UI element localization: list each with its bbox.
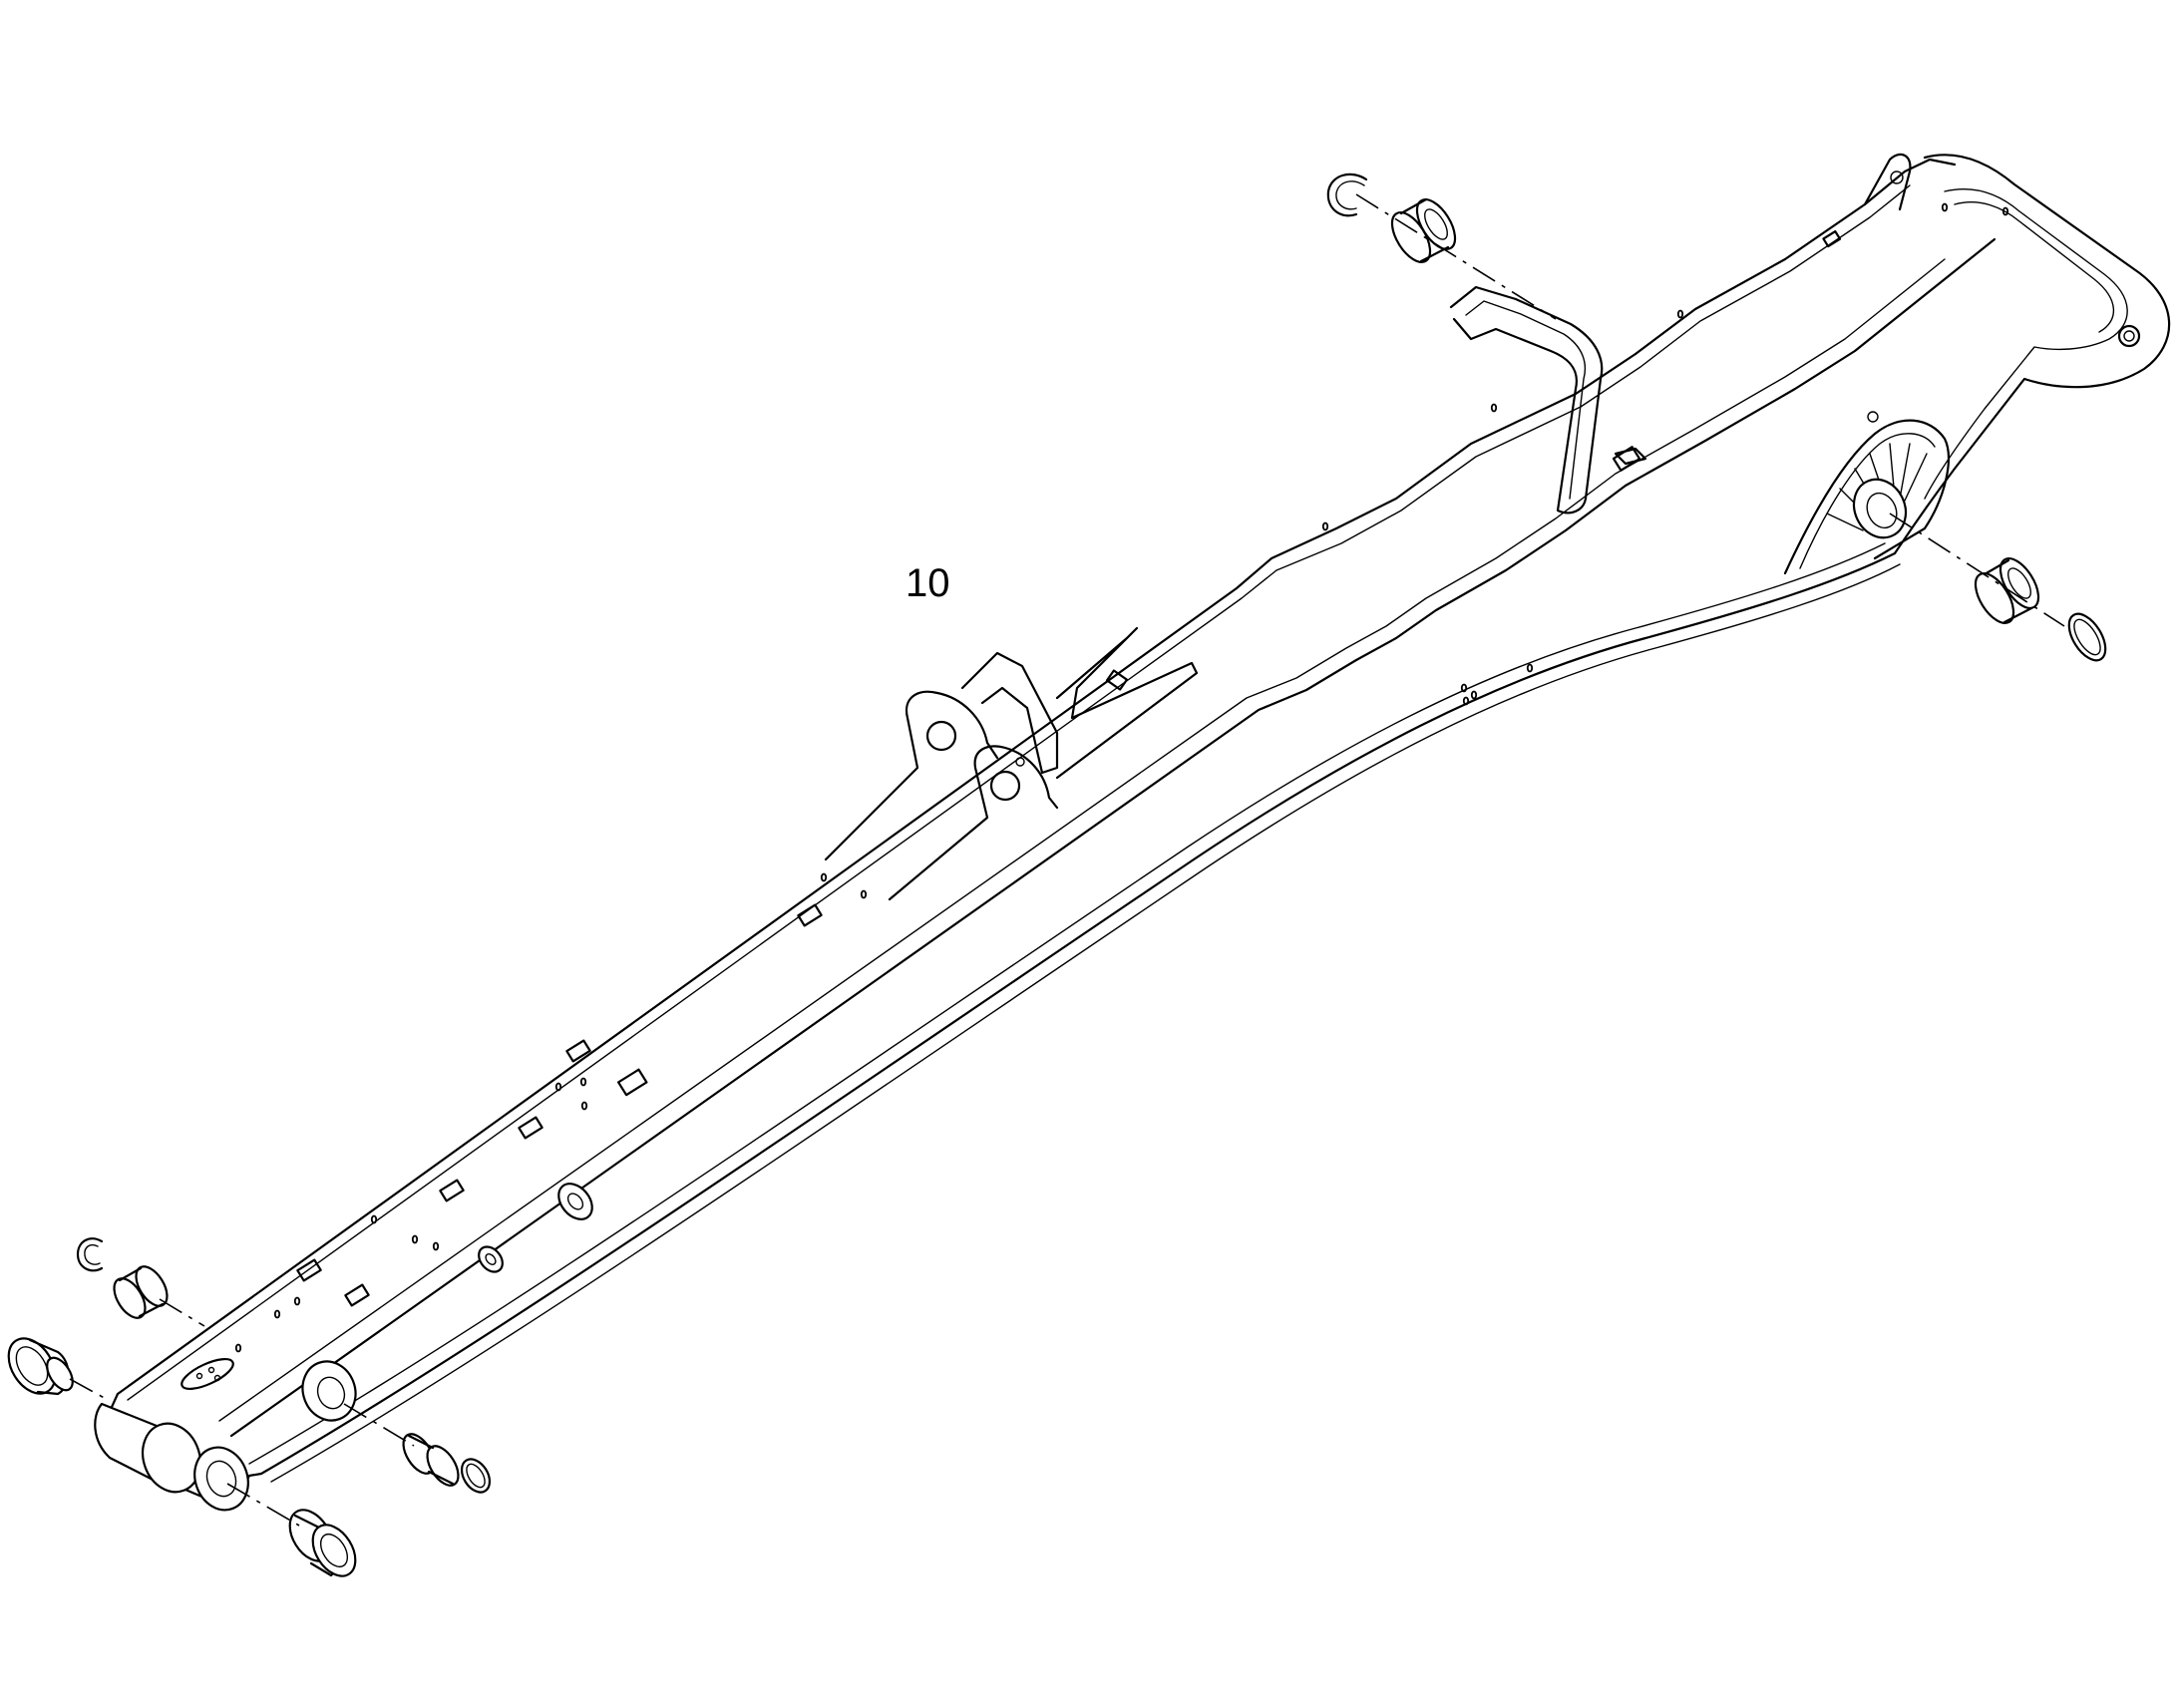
bracket-gusset <box>1055 626 1199 780</box>
axis-left-top <box>159 1298 205 1327</box>
axis-top <box>1355 193 1557 320</box>
cylinder-pin-bore <box>1866 492 1898 529</box>
bushing-bottom-right <box>402 1433 460 1487</box>
cylinder-bracket-outline <box>1783 419 1950 575</box>
callout-10: 10 <box>906 561 950 605</box>
boom-foot-pin-hole-inner <box>2123 330 2135 342</box>
tip-hub-right <box>193 1446 249 1512</box>
boom-tip-end <box>94 1357 357 1512</box>
flanged-bushing-left <box>7 1337 74 1396</box>
boom-foot-pin-hole <box>2117 324 2141 348</box>
snap-ring-left-top <box>76 1237 104 1272</box>
bracket-pad <box>1105 669 1129 691</box>
boom-foot-end <box>1893 154 2171 555</box>
bracket-strap <box>960 651 1059 775</box>
bushing-right <box>1974 557 2040 624</box>
boom-bottom-edge <box>259 551 1897 1476</box>
tip-top-pad <box>181 1357 234 1391</box>
axis-left-bottom <box>69 1378 111 1402</box>
axis-bottom-right <box>343 1403 415 1447</box>
boom-foot-end-inner2 <box>1954 201 2115 333</box>
tip-hub-bore <box>205 1460 237 1498</box>
boom-top-plate-line <box>218 258 1946 1422</box>
bracket-small-hole <box>1867 411 1879 423</box>
o-ring-bottom <box>460 1458 492 1494</box>
bracket-hole-right <box>989 770 1021 802</box>
axis-right <box>1889 512 2065 627</box>
strap-inner <box>1465 300 1587 500</box>
cylinder-pin-boss <box>1852 478 1908 539</box>
bracket-hole-left <box>925 720 957 752</box>
cylinder-bracket-right <box>1783 411 1950 575</box>
boom-top-edge <box>116 158 1957 1396</box>
bushing-top <box>1390 197 1457 263</box>
o-ring-right <box>2067 612 2107 662</box>
boom-foot-end-inner <box>1924 188 2128 500</box>
axis-bottom <box>226 1483 300 1527</box>
boom-body <box>116 153 2171 1483</box>
tip-hub <box>141 1422 202 1494</box>
boom-bottom-edge-inner2 <box>270 563 1901 1483</box>
boom-bottom-edge-inner <box>248 542 1886 1465</box>
rear-lug-bracket <box>1863 153 1912 211</box>
strap-tab <box>1614 447 1647 466</box>
boom-top-edge-inner <box>127 184 1911 1401</box>
hardware <box>7 172 2107 1577</box>
boom-details <box>234 202 2009 1353</box>
rear-lug-hole <box>1890 171 1904 184</box>
arm-cylinder-bracket <box>824 626 1199 901</box>
strap-outline <box>1449 285 1604 514</box>
hose-guide-strap <box>1449 285 1647 514</box>
boom-side-edge <box>229 237 1997 1438</box>
bracket-plate-right <box>888 745 1059 901</box>
bracket-plate-left <box>824 690 999 861</box>
flanged-bushing-bottom <box>288 1509 357 1577</box>
bracket-bolt <box>1015 757 1025 767</box>
bushing-left-top <box>113 1265 169 1319</box>
tip-side-boss-bore <box>316 1376 346 1410</box>
cylinder-bracket-inner <box>1799 433 1936 569</box>
snap-ring-top <box>1326 172 1368 217</box>
tip-side-boss <box>301 1360 357 1422</box>
